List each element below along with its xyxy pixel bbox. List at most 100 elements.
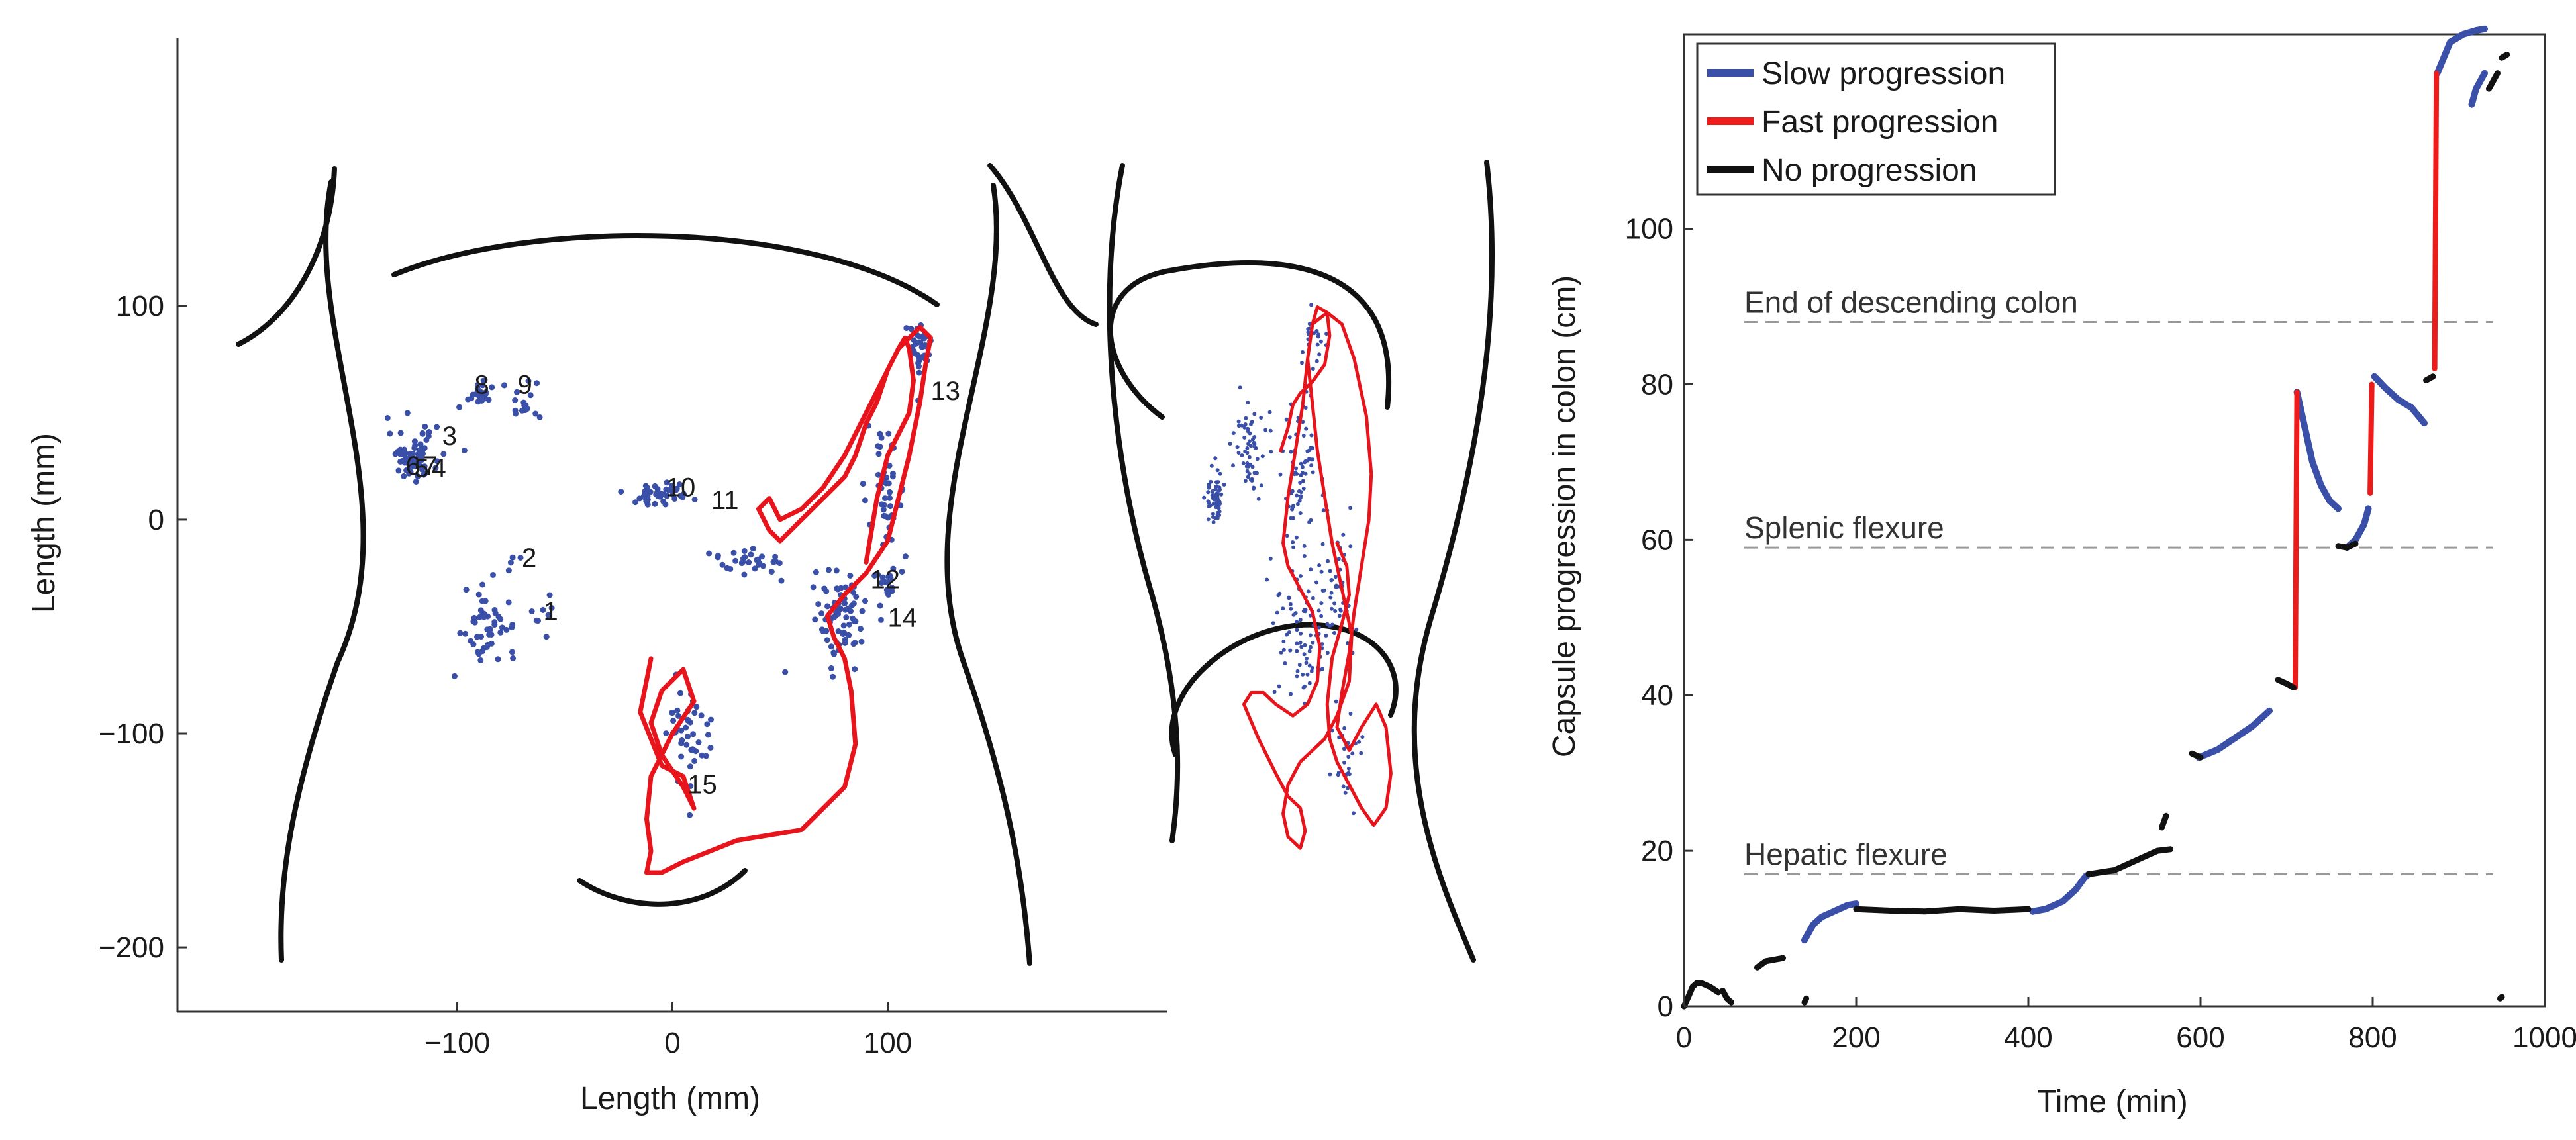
capsule-point bbox=[1301, 672, 1305, 677]
capsule-point bbox=[705, 732, 711, 738]
capsule-point bbox=[1252, 412, 1257, 416]
legend-label: Fast progression bbox=[1761, 105, 1999, 140]
capsule-point bbox=[1249, 477, 1253, 482]
capsule-point bbox=[1307, 448, 1312, 453]
capsule-point bbox=[1348, 712, 1353, 716]
capsule-point bbox=[1301, 471, 1305, 475]
capsule-point bbox=[512, 397, 519, 403]
capsule-point bbox=[911, 348, 917, 354]
capsule-point bbox=[886, 574, 893, 581]
capsule-point bbox=[1309, 303, 1314, 307]
capsule-point bbox=[1330, 622, 1334, 627]
capsule-point bbox=[543, 634, 550, 640]
capsule-point bbox=[485, 397, 492, 403]
capsule-point bbox=[835, 628, 842, 634]
position-label: 10 bbox=[666, 473, 696, 502]
x-tick-label: 400 bbox=[2004, 1021, 2052, 1054]
capsule-point bbox=[1303, 471, 1308, 476]
capsule-point bbox=[1236, 424, 1241, 428]
capsule-point bbox=[883, 480, 889, 487]
capsule-point bbox=[475, 651, 482, 657]
capsule-point bbox=[669, 710, 675, 716]
capsule-point bbox=[1357, 739, 1362, 744]
capsule-point bbox=[691, 497, 698, 502]
capsule-point bbox=[1316, 334, 1320, 339]
capsule-point bbox=[1206, 490, 1211, 495]
capsule-point bbox=[1294, 466, 1299, 471]
capsule-point bbox=[885, 430, 892, 437]
capsule-point bbox=[1309, 463, 1314, 468]
capsule-point bbox=[410, 450, 417, 457]
capsule-point bbox=[474, 381, 481, 388]
capsule-point bbox=[1291, 540, 1295, 544]
capsule-point bbox=[479, 581, 486, 588]
capsule-point bbox=[536, 414, 543, 420]
capsule-point bbox=[886, 462, 893, 469]
capsule-point bbox=[505, 567, 512, 574]
capsule-point bbox=[679, 737, 685, 743]
capsule-point bbox=[673, 485, 680, 492]
capsule-point bbox=[1306, 589, 1311, 594]
y-tick-label: 0 bbox=[1658, 990, 1673, 1023]
position-label: 3 bbox=[442, 422, 457, 451]
capsule-point bbox=[1285, 534, 1289, 538]
capsule-point bbox=[1299, 645, 1304, 649]
capsule-point bbox=[1303, 684, 1307, 689]
capsule-point bbox=[1307, 681, 1312, 685]
capsule-point bbox=[878, 434, 885, 441]
capsule-point bbox=[778, 577, 785, 584]
capsule-point bbox=[690, 731, 697, 737]
capsule-point bbox=[875, 471, 881, 478]
progression-segment bbox=[1720, 988, 1734, 1006]
capsule-point bbox=[741, 548, 748, 554]
position-label: 12 bbox=[871, 565, 901, 594]
capsule-point bbox=[824, 637, 830, 643]
capsule-point bbox=[509, 622, 516, 628]
left-torso-outline bbox=[278, 179, 366, 963]
capsule-point bbox=[1328, 595, 1333, 600]
capsule-point bbox=[409, 460, 415, 467]
x-tick-label: 200 bbox=[1832, 1021, 1880, 1054]
capsule-point bbox=[1291, 545, 1296, 549]
progression-segment bbox=[2468, 70, 2488, 108]
capsule-point bbox=[1299, 490, 1303, 495]
capsule-point bbox=[1309, 518, 1313, 522]
x-tick-label: 0 bbox=[664, 1027, 680, 1059]
capsule-point bbox=[432, 465, 439, 471]
capsule-point bbox=[653, 491, 660, 498]
capsule-point bbox=[782, 669, 789, 675]
capsule-point bbox=[1302, 544, 1307, 548]
capsule-point bbox=[908, 326, 915, 332]
capsule-point bbox=[652, 500, 658, 507]
capsule-point bbox=[397, 458, 404, 465]
capsule-point bbox=[1213, 456, 1218, 461]
capsule-point bbox=[847, 573, 854, 579]
capsule-point bbox=[1244, 416, 1248, 420]
capsule-point bbox=[840, 622, 847, 629]
x-tick-label: 600 bbox=[2176, 1021, 2224, 1054]
capsule-point bbox=[1341, 532, 1346, 537]
capsule-point bbox=[871, 573, 878, 579]
capsule-point bbox=[833, 567, 840, 574]
capsule-point bbox=[875, 443, 881, 450]
capsule-point bbox=[1329, 578, 1334, 583]
capsule-point bbox=[1255, 471, 1259, 475]
y-tick-label: −200 bbox=[99, 931, 164, 964]
capsule-point bbox=[887, 503, 893, 510]
body-outline-frontal bbox=[236, 163, 1099, 966]
capsule-point bbox=[1222, 483, 1226, 487]
capsule-point bbox=[1324, 332, 1329, 336]
capsule-point bbox=[1332, 631, 1336, 635]
capsule-point bbox=[387, 430, 393, 437]
capsule-point bbox=[1301, 479, 1305, 483]
capsule-point bbox=[384, 415, 391, 421]
capsule-point bbox=[642, 483, 649, 489]
progression-segment bbox=[2293, 389, 2342, 512]
capsule-point bbox=[687, 763, 693, 770]
capsule-point bbox=[463, 587, 470, 593]
capsule-point bbox=[850, 589, 857, 596]
capsule-point bbox=[1259, 483, 1263, 488]
capsule-point bbox=[850, 641, 857, 647]
capsule-point bbox=[470, 641, 477, 647]
